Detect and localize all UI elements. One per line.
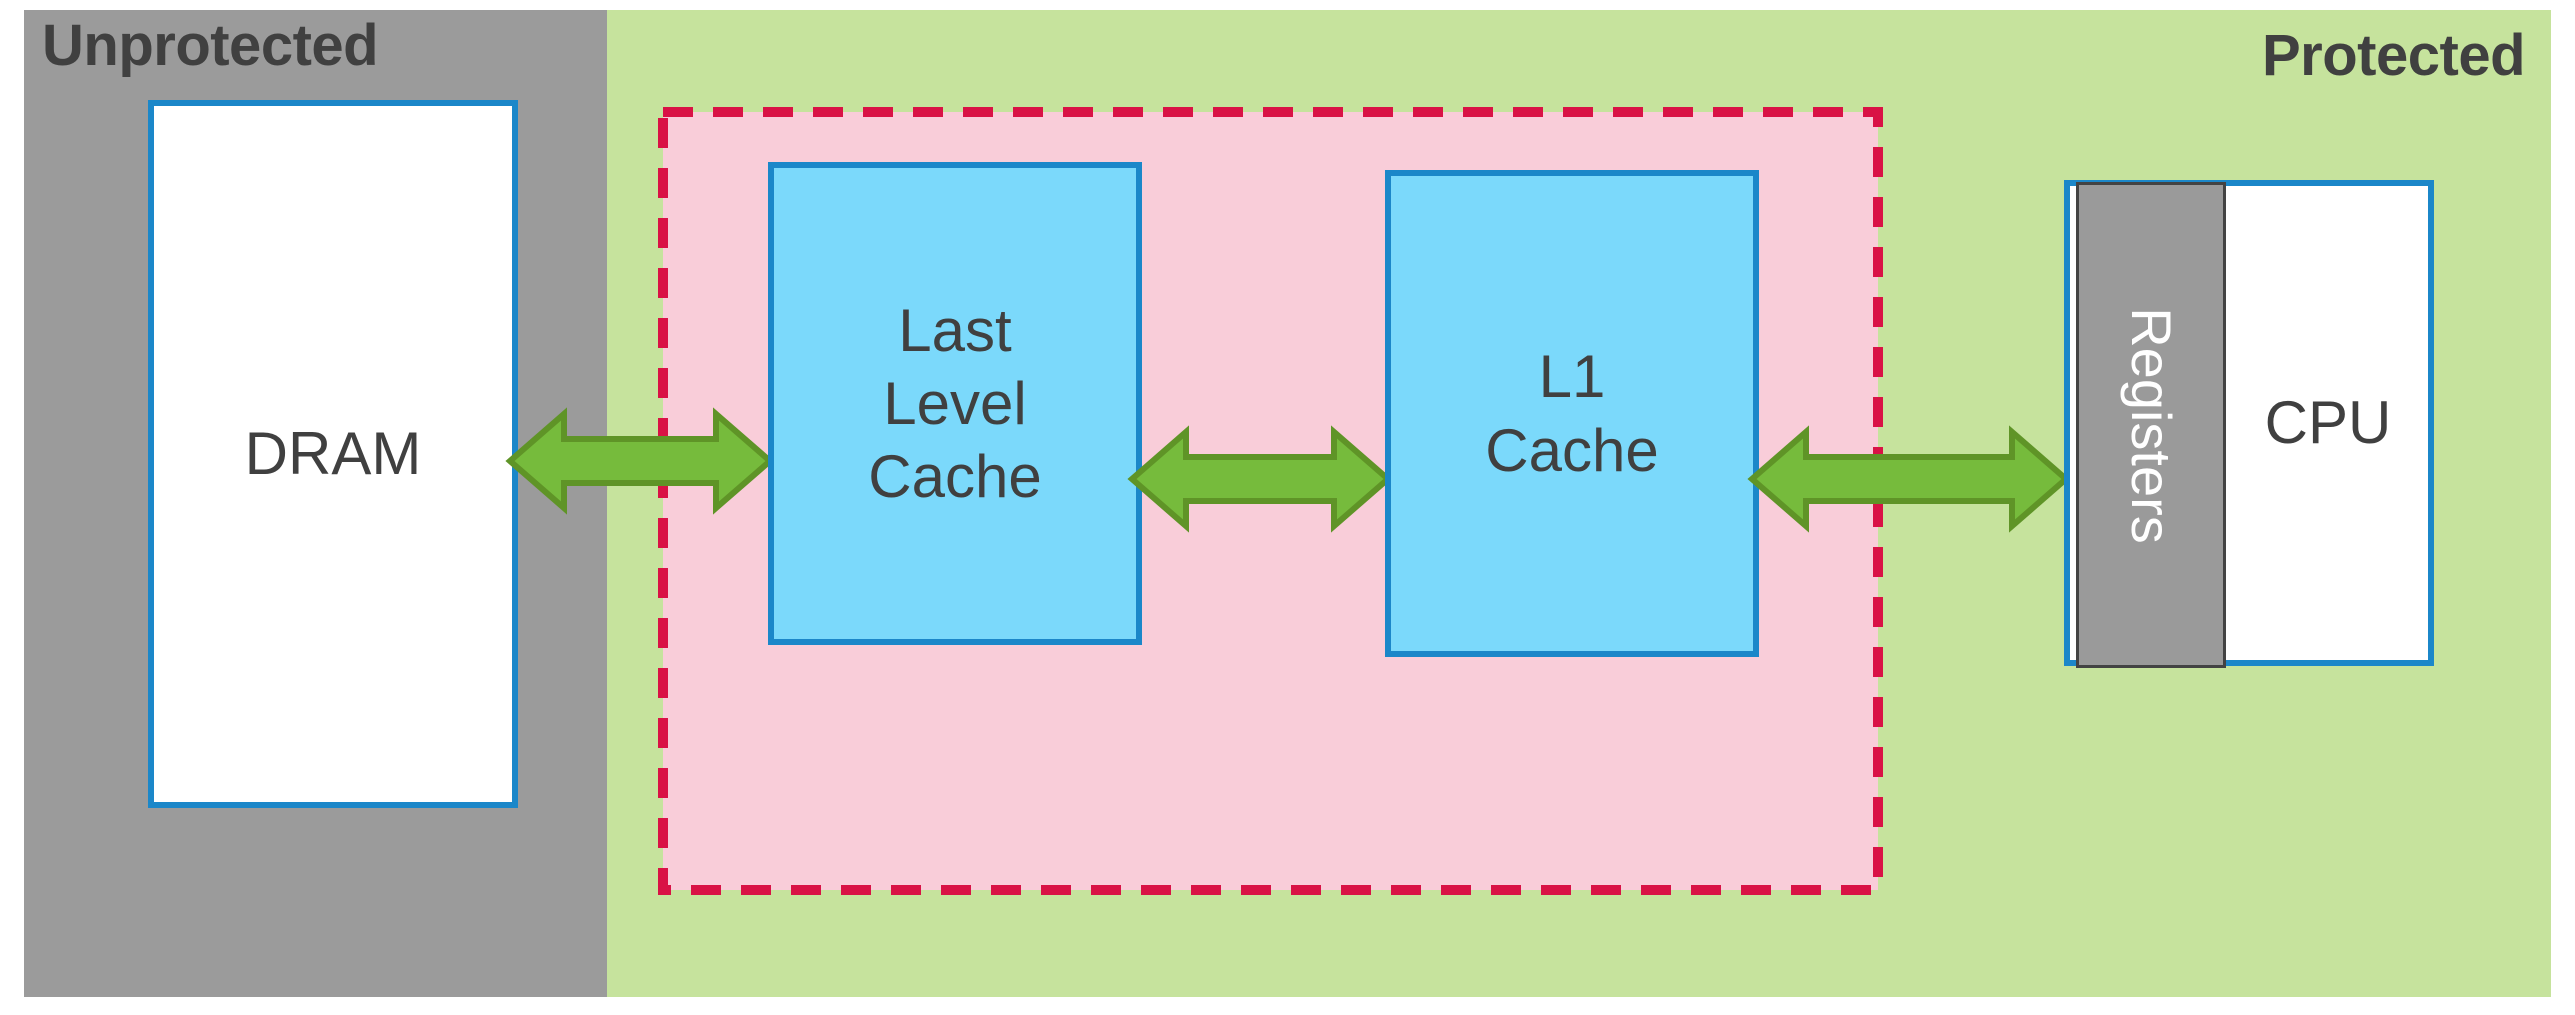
cpu-box[interactable]: Registers CPU [2064, 180, 2434, 668]
last-level-cache-label: Last Level Cache [868, 296, 1042, 511]
last-level-cache-box[interactable]: Last Level Cache [768, 162, 1142, 645]
dram-label: DRAM [244, 420, 422, 488]
arrow-dram-to-last-level-cache [505, 407, 775, 515]
protected-region-label: Protected [2261, 23, 2526, 88]
registers-label: Registers [2119, 306, 2183, 544]
dram-box[interactable]: DRAM [148, 100, 518, 808]
arrow-l1-cache-to-registers [1747, 425, 2071, 533]
cpu-label-container: CPU [2228, 186, 2428, 660]
cpu-label: CPU [2264, 389, 2392, 457]
l1-cache-label: L1 Cache [1485, 343, 1659, 484]
l1-cache-box[interactable]: L1 Cache [1385, 170, 1759, 657]
registers-box[interactable]: Registers [2076, 182, 2226, 668]
unprotected-region-label: Unprotected [42, 13, 379, 78]
arrow-last-level-cache-to-l1-cache [1127, 425, 1393, 533]
